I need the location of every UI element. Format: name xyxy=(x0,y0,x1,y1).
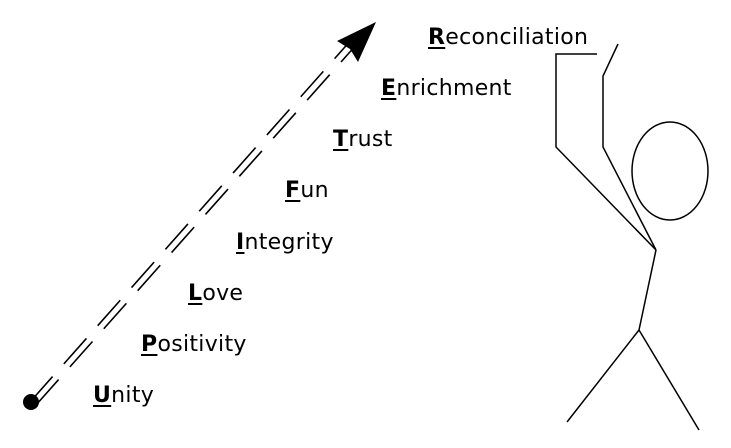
step-fun: Fun xyxy=(285,180,329,202)
figure-head xyxy=(631,121,709,221)
step-enrichment: Enrichment xyxy=(381,78,512,100)
step-initial: I xyxy=(236,230,245,255)
step-reconciliation: Reconciliation xyxy=(428,27,588,49)
step-integrity: Integrity xyxy=(236,232,334,254)
step-rest: nity xyxy=(111,383,155,408)
step-initial: F xyxy=(285,178,301,203)
step-rest: econciliation xyxy=(445,25,589,50)
step-initial: E xyxy=(381,76,397,101)
step-initial: P xyxy=(141,332,158,357)
figure-torso xyxy=(638,249,657,331)
arrow-shaft xyxy=(29,38,358,406)
step-rest: ove xyxy=(202,281,244,306)
step-unity: Unity xyxy=(93,385,154,407)
figure-left-arm xyxy=(555,53,657,251)
step-initial: U xyxy=(93,383,112,408)
step-positivity: Positivity xyxy=(141,334,247,356)
step-rest: nrichment xyxy=(396,76,512,101)
figure-right-arm xyxy=(602,43,657,251)
step-initial: L xyxy=(188,281,203,306)
step-rest: ntegrity xyxy=(244,230,334,255)
arrow-head xyxy=(337,22,376,62)
stick-figure xyxy=(555,43,709,431)
step-rest: ositivity xyxy=(157,332,247,357)
step-rest: rust xyxy=(348,127,393,152)
figure-right-leg xyxy=(638,329,700,431)
figure-left-leg xyxy=(566,329,640,423)
step-initial: R xyxy=(428,25,446,50)
step-trust: Trust xyxy=(333,129,393,151)
step-initial: T xyxy=(333,127,349,152)
step-rest: un xyxy=(300,178,329,203)
arrow-start-dot xyxy=(23,394,39,410)
step-love: Love xyxy=(188,283,243,305)
